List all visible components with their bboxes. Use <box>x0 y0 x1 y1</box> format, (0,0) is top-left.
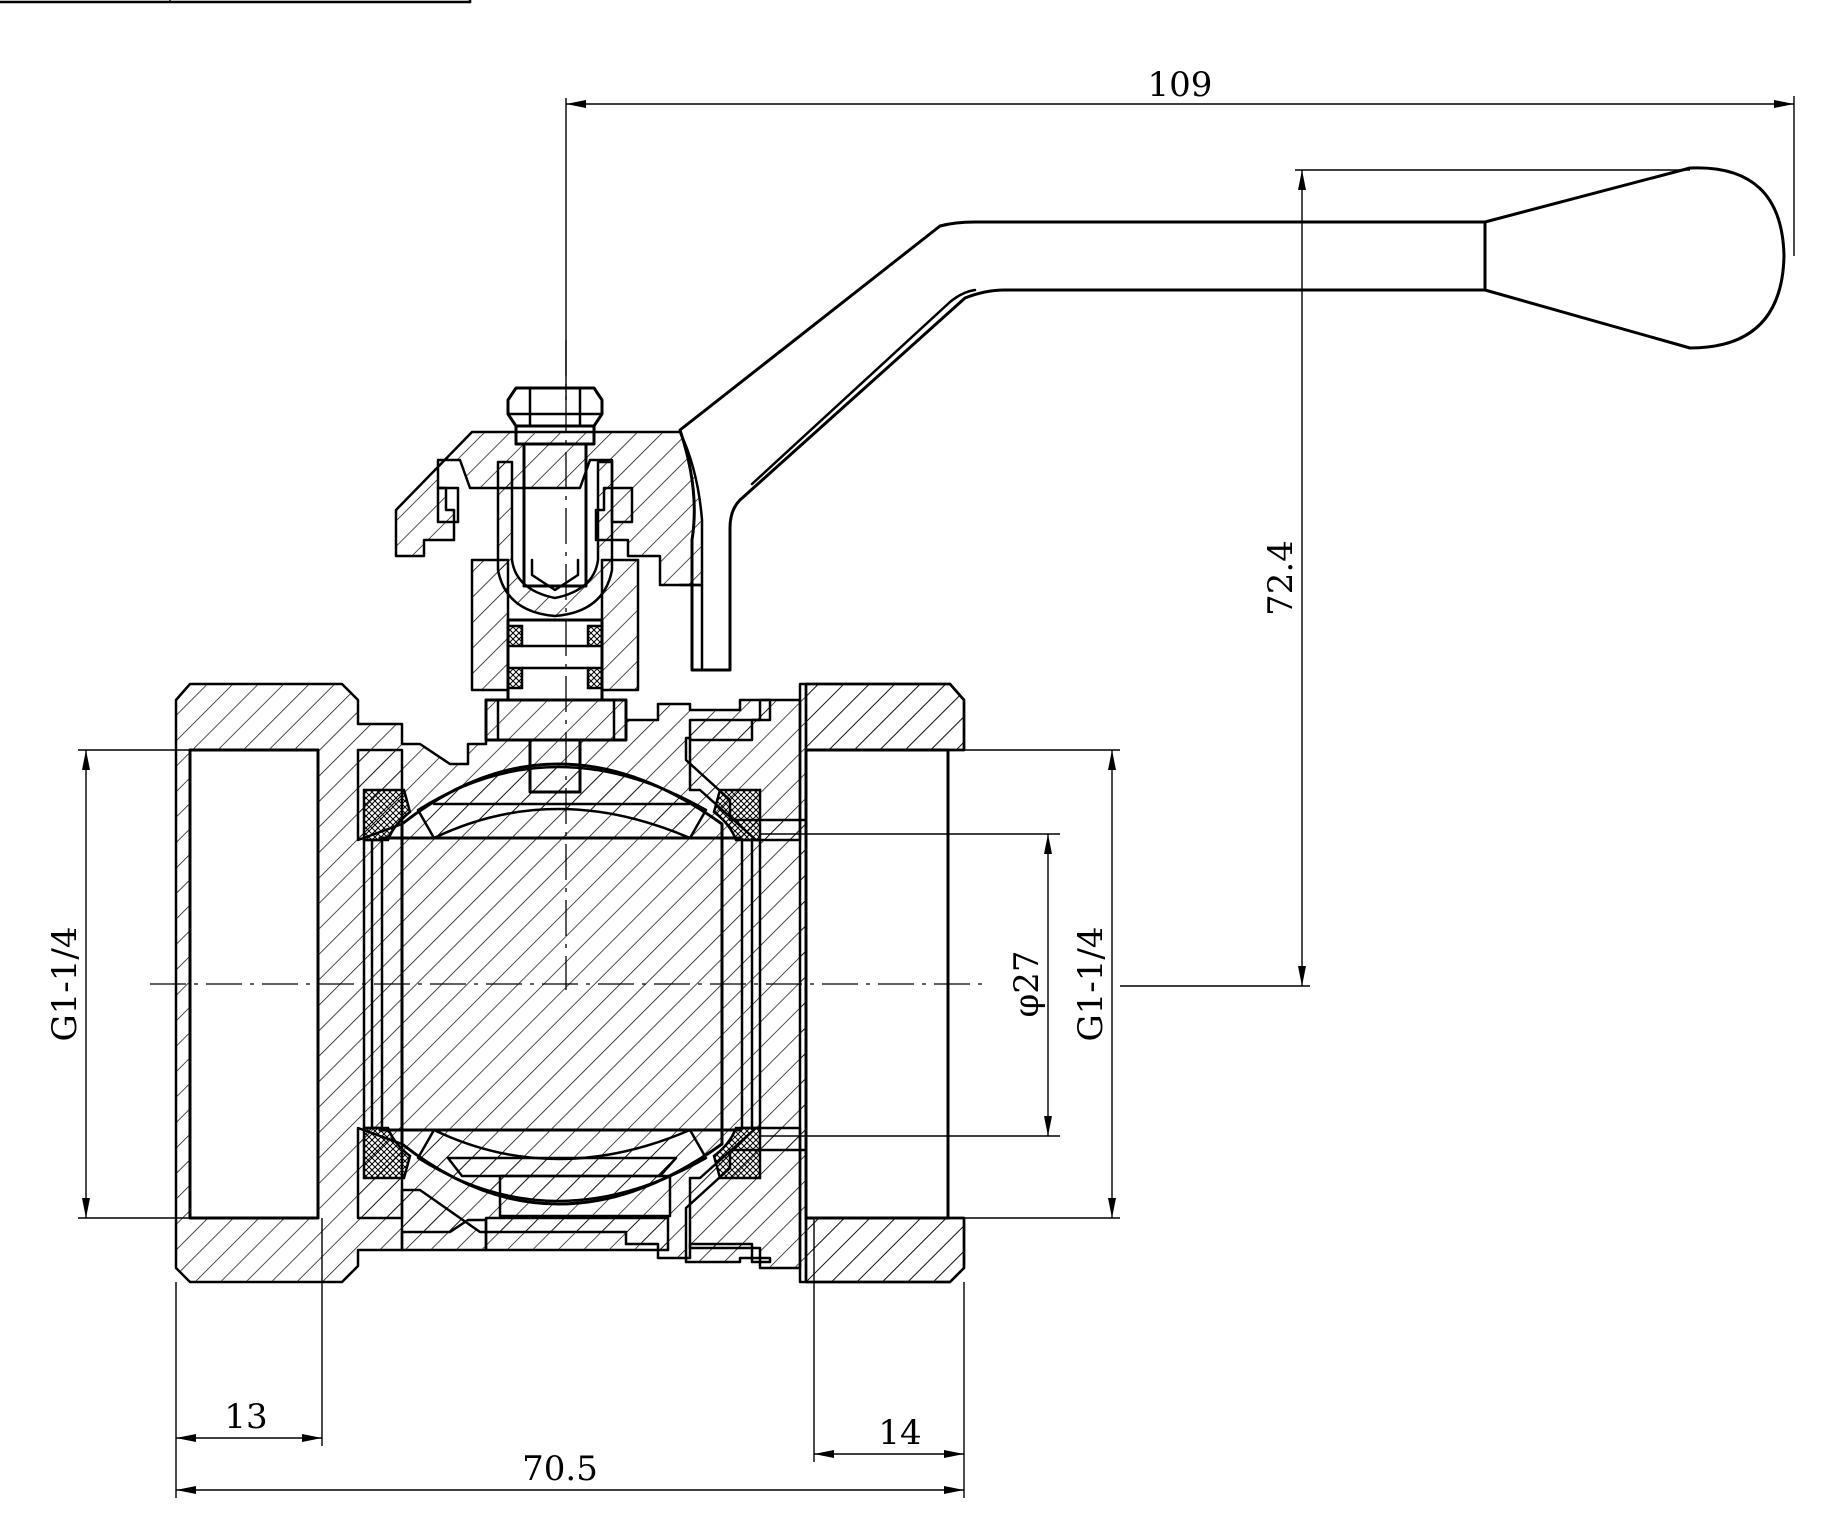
dim-handle-length-text: 109 <box>1148 65 1213 105</box>
valve-stem <box>470 442 640 794</box>
ball-seats <box>362 788 762 1180</box>
dim-thread-depth-right: 14 <box>813 1218 965 1498</box>
dim-handle-height: 72.4 <box>1120 169 1690 987</box>
dim-thread-left-text: G1-1/4 <box>45 927 85 1042</box>
dim-thread-right: G1-1/4 <box>948 749 1120 1219</box>
dim-overall-length: 70.5 <box>176 1449 964 1494</box>
dim-handle-height-text: 72.4 <box>1261 540 1301 616</box>
title-block-corner <box>0 0 472 4</box>
dim-thread-right-text: G1-1/4 <box>1071 927 1111 1042</box>
dim-thread-left: G1-1/4 <box>45 749 190 1219</box>
handle-hub <box>394 430 704 672</box>
lever-handle <box>678 166 1786 672</box>
dim-overall-length-text: 70.5 <box>522 1449 598 1489</box>
center-lines <box>150 340 990 990</box>
dim-thread-depth-right-text: 14 <box>878 1413 921 1453</box>
dim-bore-diameter-text: φ27 <box>1007 950 1047 1017</box>
dim-bore-diameter: φ27 <box>760 833 1060 1137</box>
dim-thread-depth-left: 13 <box>175 1218 323 1498</box>
ball <box>378 762 742 1218</box>
dim-handle-length: 109 <box>565 65 1795 400</box>
dim-thread-depth-left-text: 13 <box>224 1397 267 1437</box>
